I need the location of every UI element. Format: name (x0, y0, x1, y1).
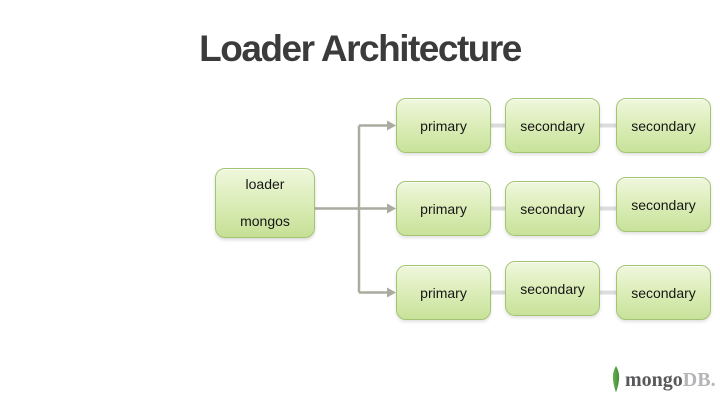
logo-text-db: DB. (682, 369, 716, 391)
slide-title: Loader Architecture (199, 28, 522, 69)
loader-label: loader (245, 176, 285, 192)
node-row1-secondary2: secondary (616, 98, 711, 153)
node-row3-secondary1: secondary (505, 261, 600, 316)
node-row1-primary: primary (396, 98, 491, 153)
arrowhead-icon (387, 120, 396, 298)
node-row2-secondary1: secondary (505, 181, 600, 236)
node-row1-secondary1: secondary (505, 98, 600, 153)
node-row3-primary: primary (396, 265, 491, 320)
loader-mongos-box: loader mongos (215, 168, 315, 238)
mongodb-leaf-icon (612, 366, 620, 393)
logo-text-mongo: mongo (625, 369, 683, 391)
node-row2-secondary2: secondary (616, 177, 711, 232)
node-row3-secondary2: secondary (616, 265, 711, 320)
mongodb-logo: mongo DB. (610, 366, 716, 393)
mongos-label: mongos (240, 213, 290, 229)
node-row2-primary: primary (396, 181, 491, 236)
